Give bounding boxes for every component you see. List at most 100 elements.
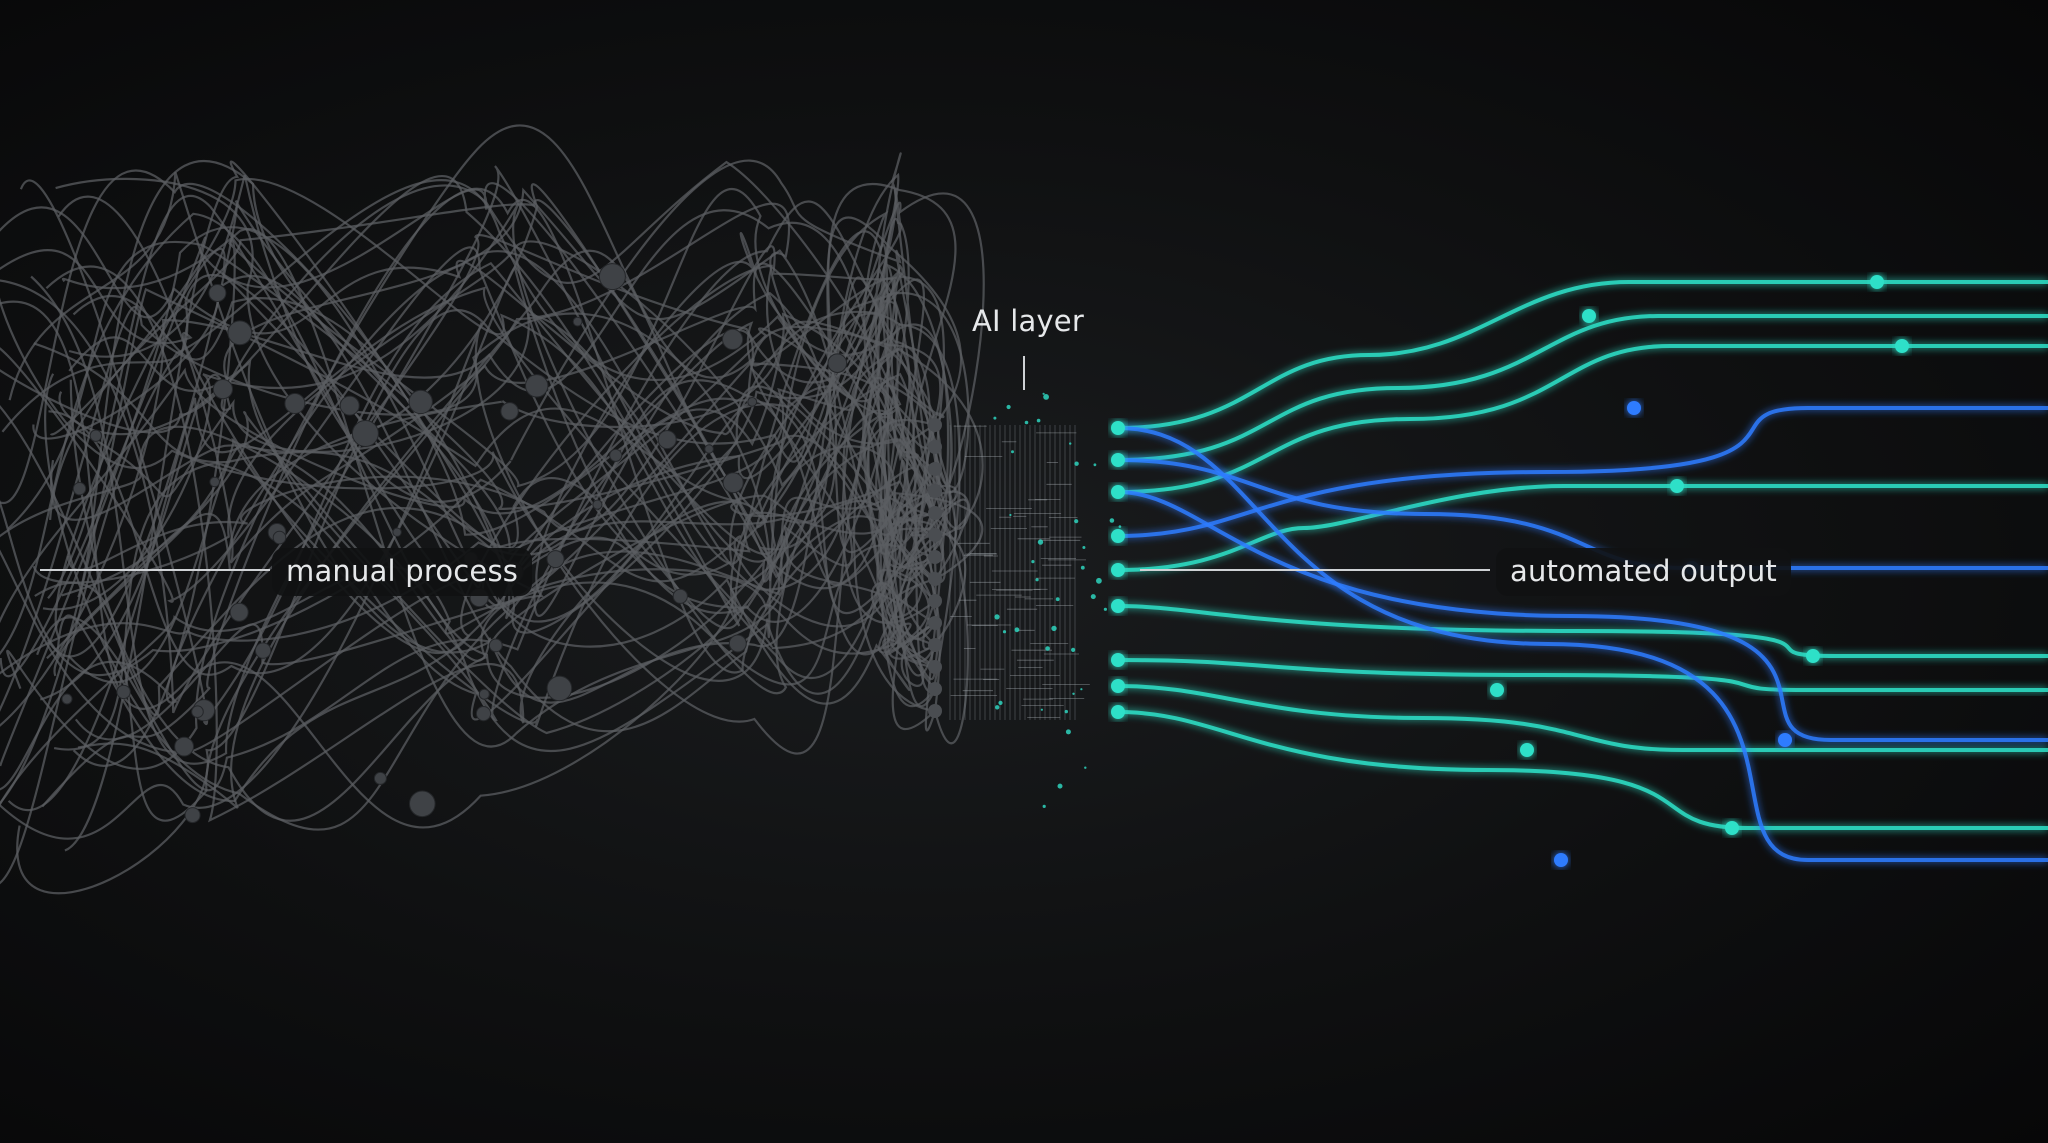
tangle-node [229,602,249,622]
output-line [1117,314,2048,462]
tangle-wire [0,182,936,678]
tangle-node [728,634,747,653]
manual-process-label: manual process [272,548,533,596]
grid-spark [998,700,1003,706]
tangle-node [722,328,744,350]
tangle-wire [0,321,941,712]
tangle-node [657,430,677,450]
ai-layer-label: AI layer [972,304,1084,338]
tangle-wire [0,175,937,627]
output-node [1111,599,1125,613]
grid-spark [1072,692,1075,695]
tangle-node [272,530,287,545]
grid-spark [1080,565,1085,570]
tangle-wire [53,385,937,751]
grid-spark [1051,625,1057,632]
grid-spark [993,416,997,420]
input-node [928,704,942,718]
tangle-wire [72,187,937,767]
tangle-node [116,684,131,700]
grid-spark [1009,513,1012,517]
output-dot [1582,309,1596,323]
tangle-wire [48,188,937,676]
tangle-node [546,675,573,702]
tangled-wires [0,124,985,895]
tangle-wire [32,152,936,584]
input-node [928,506,942,520]
tangle-node [174,736,195,757]
output-node [1111,529,1125,543]
tangle-wire [0,179,936,884]
tangle-node [208,284,227,302]
grid-spark [1042,804,1046,809]
tangle-node [525,374,549,398]
grid-spark [1014,627,1020,633]
grid-spark [1037,539,1044,545]
input-node [928,462,942,476]
tangle-node [704,444,714,454]
tangle-wire [68,183,952,684]
input-node [928,682,942,696]
output-dot [1870,275,1884,289]
input-node [928,440,942,454]
tangle-node [227,320,253,346]
tangle-wire [47,194,936,705]
tangle-wire [0,246,936,603]
tangle-wire [0,210,936,682]
output-dot [1490,683,1504,697]
output-line [1117,490,2048,742]
tangle-wire [57,195,939,668]
input-node [928,484,942,498]
tangle-wire [45,265,936,823]
output-line [1117,406,2048,538]
tangle-wire [0,192,985,699]
grid-spark [1006,404,1011,410]
tangle-node [722,472,744,494]
output-dot [1670,479,1684,493]
tangle-node [572,316,583,327]
tangle-wire [1,274,942,623]
tangle-node [72,482,87,496]
tangle-node [191,705,204,719]
grid-spark [1065,729,1071,735]
tangle-node [478,688,490,700]
tangle-node [598,263,626,291]
output-node [1111,705,1125,719]
grid-spark [994,614,1000,620]
tangle-node [61,693,73,705]
output-line [1117,484,2048,572]
tangle-node [747,397,758,407]
input-node [928,550,942,564]
output-dot [1778,733,1792,747]
tangle-wire [56,182,957,803]
tangle-wire [34,202,969,822]
output-dot [1627,401,1641,415]
output-node [1111,421,1125,435]
tangle-wire [54,230,936,641]
tangle-node [89,429,103,442]
tangle-wire [0,209,936,727]
tangle-node [284,393,306,414]
tangle-node [373,771,387,785]
input-node [928,572,942,586]
grid-spark [1002,630,1007,634]
grid-spark [1035,578,1039,582]
tangle-wire [64,160,970,852]
tangle-node [212,379,233,400]
tangle-wire [53,216,963,735]
grid-spark [1093,463,1097,467]
automated-output-label: automated output [1496,548,1791,596]
output-line [1117,658,2048,692]
output-line [1117,426,2048,862]
tangle-node [546,550,565,569]
grid-spark [1071,647,1076,653]
tangle-node [672,588,688,604]
grid-spark [1069,442,1072,445]
grid-spark [1011,450,1014,454]
grid-spark [995,705,1000,710]
grid-spark [1040,708,1043,711]
grid-spark [1055,597,1060,602]
grid-spark [1118,525,1122,528]
output-lines [1111,275,2048,867]
input-node [928,594,942,608]
